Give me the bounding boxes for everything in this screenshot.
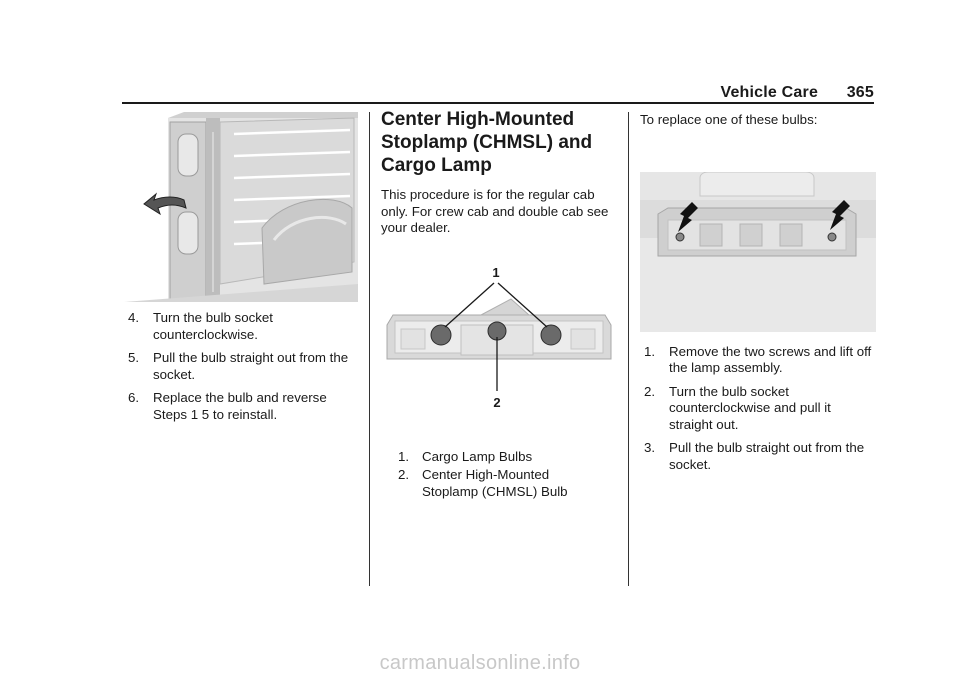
list-item: 6.Replace the bulb and reverse Steps 1 5…: [128, 390, 327, 422]
lamp-screws-illustration: [640, 171, 876, 332]
page-header: Vehicle Care 365: [720, 84, 874, 102]
intro-paragraph: This procedure is for the regular cab on…: [381, 187, 609, 235]
list-item: 1.Cargo Lamp Bulbs: [398, 448, 533, 464]
step-list: 1.Remove the two screws and lift off the…: [640, 344, 876, 474]
header-rule: [122, 102, 874, 104]
watermark: carmanualsonline.info: [379, 652, 581, 674]
step-list: 4.Turn the bulb socket counterclockwise.…: [124, 310, 358, 423]
list-item: 2.Turn the bulb socket counterclockwise …: [644, 383, 831, 432]
list-item: 1.Remove the two screws and lift off the…: [644, 343, 872, 376]
callout-2: 2: [493, 395, 500, 410]
column-divider-2: [628, 112, 629, 586]
page-number: 365: [846, 84, 874, 101]
callout-1: 1: [492, 265, 499, 280]
legend-list: 1.Cargo Lamp Bulbs 2.Center High-Mounted…: [381, 449, 617, 501]
list-item: 2.Center High-Mounted Stoplamp (CHMSL) B…: [398, 467, 568, 499]
column-2: Center High-Mounted Stoplamp (CHMSL) and…: [381, 108, 617, 507]
column-1: 4.Turn the bulb socket counterclockwise.…: [124, 112, 358, 430]
intro-paragraph: To replace one of these bulbs:: [640, 112, 818, 127]
list-item: 3.Pull the bulb straight out from the so…: [644, 440, 865, 472]
chmsl-lamp-illustration: 1 2: [386, 265, 612, 410]
column-3: To replace one of these bulbs: 1.Remove …: [640, 112, 876, 480]
tailgate-socket-illustration: [124, 112, 358, 302]
column-divider-1: [369, 112, 370, 586]
list-item: 5.Pull the bulb straight out from the so…: [128, 350, 349, 382]
list-item: 4.Turn the bulb socket counterclockwise.: [128, 310, 273, 342]
section-title: Vehicle Care: [720, 84, 819, 101]
section-heading: Center High-Mounted Stoplamp (CHMSL) and…: [381, 109, 593, 176]
